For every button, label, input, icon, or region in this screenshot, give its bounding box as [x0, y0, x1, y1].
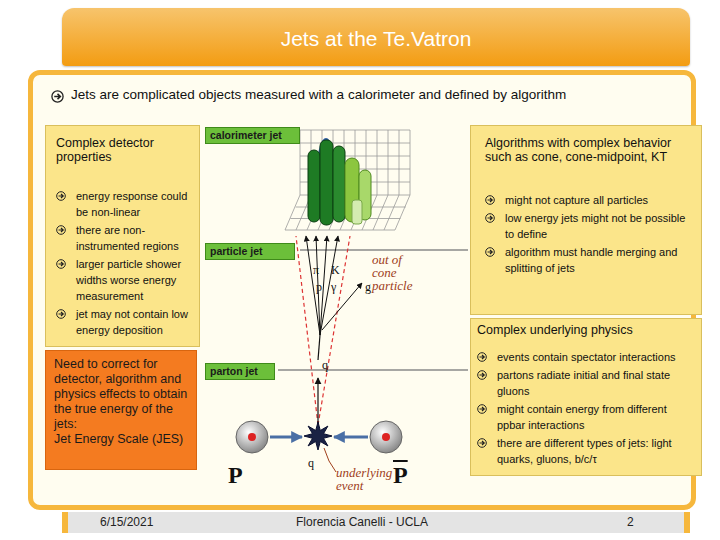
- page-number: 2: [627, 515, 634, 529]
- bullet-arrow: [477, 404, 487, 414]
- bullet-item: jet may not contain low energy depositio…: [56, 306, 191, 338]
- title-bar: Jets at the Te.Vatron: [62, 8, 690, 66]
- content-panel: Jets are complicated objects measured wi…: [28, 70, 696, 510]
- info-box: Algorithms with complex behavior such as…: [470, 125, 702, 315]
- level-tag: calorimeter jet: [205, 127, 300, 144]
- node-text: events contain spectator interactions: [497, 351, 676, 363]
- bullet-arrow: [56, 225, 66, 235]
- node-text: Jets are complicated objects measured wi…: [71, 87, 566, 102]
- bullet-arrowhead: [59, 312, 64, 316]
- bullet-item: low energy jets might not be possible to…: [485, 210, 691, 242]
- bullet-arrowhead: [488, 198, 493, 202]
- bullet-arrowhead: [488, 216, 493, 220]
- node-text: there are different types of jets: light…: [497, 437, 672, 465]
- box-heading: Algorithms with complex behavior such as…: [485, 136, 691, 164]
- bullet-arrowhead: [59, 228, 64, 232]
- node-text: might contain energy from different ppba…: [497, 403, 667, 431]
- bullet-item: there are non-instrumented regions: [56, 222, 191, 254]
- node-text: particle jet: [210, 245, 263, 257]
- box-heading: particle jet: [210, 245, 290, 258]
- bullet-arrowhead: [59, 194, 64, 198]
- bullet-item: energy response could be non-linear: [56, 188, 191, 220]
- bullet-arrowhead: [480, 355, 485, 359]
- node-text: Need to correct for detector, algorithm …: [54, 357, 187, 431]
- box-heading: parton jet: [210, 365, 270, 378]
- bullet-ring: [52, 91, 63, 102]
- bullet-arrow: [56, 309, 66, 319]
- node-text: might not capture all particles: [505, 194, 648, 206]
- bullet-arrowhead: [59, 262, 64, 266]
- bullet-item: partons radiate initial and final state …: [477, 367, 691, 399]
- box-heading: Need to correct for detector, algorithm …: [54, 357, 188, 432]
- node-text: Complex detector properties: [56, 136, 154, 164]
- box-heading: Jet Energy Scale (JES): [54, 432, 188, 447]
- node-text: jet may not contain low energy depositio…: [76, 308, 188, 336]
- node-text: algorithm must handle merging and splitt…: [505, 246, 677, 274]
- bullet-arrow: [485, 213, 495, 223]
- info-box: Complex detector properties energy respon…: [45, 125, 200, 347]
- bullet-arrowhead: [54, 94, 60, 99]
- bullet-arrow: [51, 90, 64, 103]
- level-tag: particle jet: [205, 243, 295, 260]
- bullet-arrowhead: [480, 441, 485, 445]
- bullet-ring: [478, 353, 487, 362]
- bullet-ring: [478, 439, 487, 448]
- bullet-item: algorithm must handle merging and splitt…: [485, 244, 691, 276]
- bullet-ring: [486, 248, 495, 257]
- node-text: energy response could be non-linear: [76, 190, 187, 218]
- bullet-item: larger particle shower widths worse ener…: [56, 256, 191, 304]
- bullet-item: Jets are complicated objects measured wi…: [51, 87, 673, 103]
- bullet-arrow: [56, 191, 66, 201]
- bullet-ring: [57, 260, 66, 269]
- node-text: low energy jets might not be possible to…: [505, 212, 685, 240]
- bullet-arrow: [485, 195, 495, 205]
- bullet-item: there are different types of jets: light…: [477, 435, 691, 467]
- box-heading: calorimeter jet: [210, 129, 295, 142]
- bullet-ring: [478, 371, 487, 380]
- bullet-arrow: [477, 370, 487, 380]
- bullet-item: might not capture all particles: [485, 192, 691, 208]
- bullet-arrowhead: [480, 407, 485, 411]
- node-text: Complex underlying physics: [477, 323, 633, 337]
- node-text: Jet Energy Scale (JES): [54, 432, 183, 446]
- bullet-item: events contain spectator interactions: [477, 349, 691, 365]
- info-box: Complex underlying physics events contain…: [470, 318, 702, 476]
- footer-date: 6/15/2021: [100, 515, 153, 529]
- box-heading: Complex underlying physics: [477, 323, 691, 337]
- footer-author: Florencia Canelli - UCLA: [296, 515, 428, 529]
- bullet-arrow: [485, 247, 495, 257]
- node-text: there are non-instrumented regions: [76, 224, 179, 252]
- node-text: parton jet: [210, 365, 258, 377]
- bullet-item: might contain energy from different ppba…: [477, 401, 691, 433]
- jes-box: Need to correct for detector, algorithm …: [45, 350, 197, 470]
- bullet-ring: [486, 214, 495, 223]
- node-text: partons radiate initial and final state …: [497, 369, 670, 397]
- bullet-arrowhead: [480, 373, 485, 377]
- footer-bar: [62, 512, 690, 533]
- node-text: Algorithms with complex behavior such as…: [485, 136, 671, 164]
- box-heading: Complex detector properties: [56, 136, 191, 164]
- bullet-ring: [57, 192, 66, 201]
- node-text: larger particle shower widths worse ener…: [76, 258, 181, 302]
- bullet-ring: [478, 405, 487, 414]
- bullet-ring: [57, 310, 66, 319]
- bullet-arrow: [477, 352, 487, 362]
- level-tag: parton jet: [205, 363, 275, 380]
- bullet-arrow: [56, 259, 66, 269]
- bullet-ring: [57, 226, 66, 235]
- node-text: calorimeter jet: [210, 129, 282, 141]
- slide-title: Jets at the Te.Vatron: [62, 27, 690, 51]
- bullet-arrowhead: [488, 250, 493, 254]
- bullet-arrow: [477, 438, 487, 448]
- bullet-ring: [486, 196, 495, 205]
